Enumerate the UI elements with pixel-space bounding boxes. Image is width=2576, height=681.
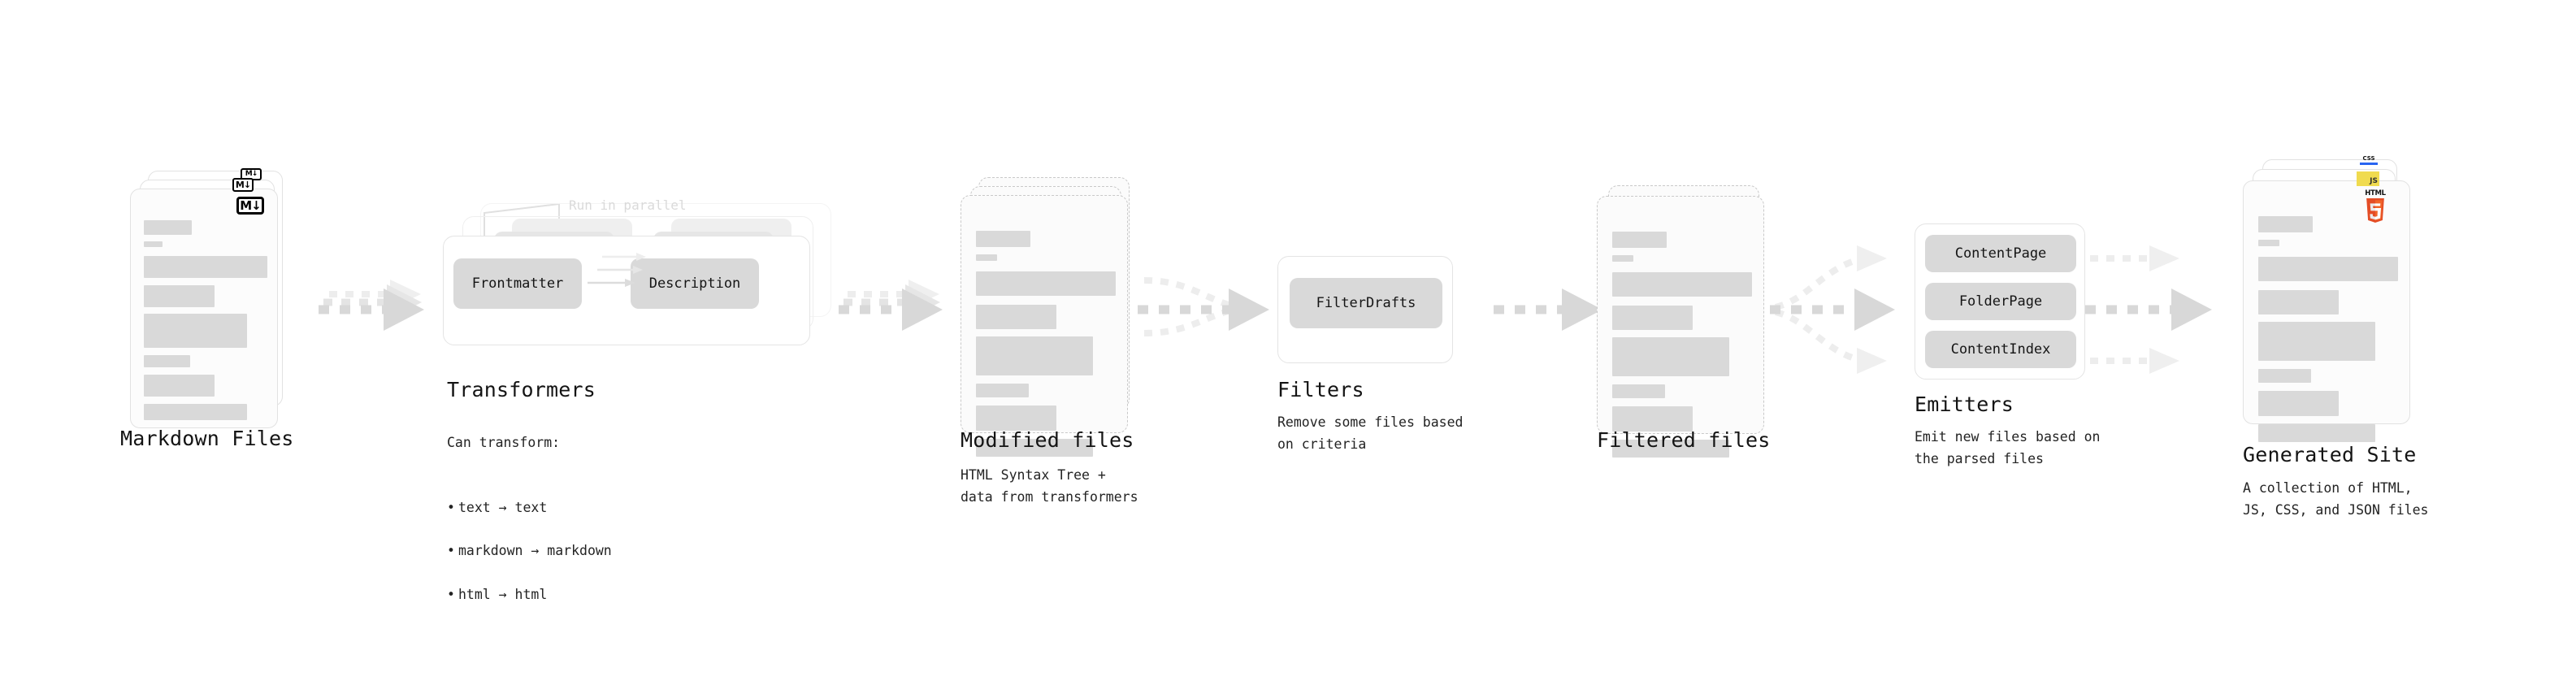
modified-card-stack xyxy=(961,177,1139,458)
label-modified-files: Modified files xyxy=(961,428,1134,452)
transformers-box-front: Frontmatter Description xyxy=(443,236,810,345)
skeleton-bar xyxy=(1612,384,1665,398)
html5-logo-text: HTML xyxy=(2365,189,2386,197)
skeleton-bar xyxy=(976,383,1029,397)
site-card-skeleton xyxy=(2244,181,2409,443)
skeleton-bar xyxy=(1612,255,1634,262)
markdown-card-skeleton xyxy=(131,189,277,427)
skeleton-bar xyxy=(144,220,192,235)
skeleton-bar xyxy=(1612,232,1667,249)
css3-logo-text: CSS xyxy=(2362,155,2375,162)
skeleton-bar xyxy=(2258,256,2399,282)
markdown-card-stack xyxy=(130,171,293,428)
skeleton-bar xyxy=(144,285,215,307)
skeleton-bar xyxy=(2258,216,2313,233)
skeleton-bar xyxy=(2258,368,2311,383)
markdown-card-front xyxy=(130,189,278,428)
emitters-description: Emit new files based on the parsed files xyxy=(1915,429,2101,466)
emitters-pill-contentpage[interactable]: ContentPage xyxy=(1925,235,2076,272)
skeleton-bar xyxy=(144,355,190,367)
javascript-logo: JS xyxy=(2357,171,2379,186)
skeleton-bar xyxy=(976,304,1056,330)
skeleton-bar xyxy=(976,271,1117,297)
modified-card-front xyxy=(961,195,1128,458)
label-filters: Filters xyxy=(1277,378,1364,401)
skeleton-bar xyxy=(976,231,1030,248)
filtered-card-skeleton xyxy=(1598,197,1763,458)
stage-filtered-files xyxy=(1597,185,1776,458)
html5-logo: HTML xyxy=(2363,190,2387,229)
skeleton-bar xyxy=(2258,391,2339,416)
transformers-description: Can transform: •text → text •markdown → … xyxy=(447,410,612,649)
emitters-box: ContentPage FolderPage ContentIndex xyxy=(1915,223,2085,380)
stage-generated-site: CSS JS HTML xyxy=(2243,156,2422,443)
arrow-md-to-transformers xyxy=(319,280,424,331)
label-markdown-files: Markdown Files xyxy=(120,427,294,450)
transformers-inner-arrows xyxy=(588,253,646,287)
arrow-filters-to-filtered xyxy=(1494,288,1602,331)
callout-run-in-parallel: Run in parallel xyxy=(569,197,687,213)
html5-shield-icon xyxy=(2366,197,2384,223)
site-card-stack xyxy=(2243,159,2422,443)
transformers-pill-description[interactable]: Description xyxy=(631,258,759,309)
skeleton-bar xyxy=(2258,423,2375,443)
javascript-logo-text: JS xyxy=(2370,177,2378,185)
skeleton-bar xyxy=(976,406,1056,431)
skeleton-bar xyxy=(1612,439,1729,458)
skeleton-bar xyxy=(144,314,247,348)
emitters-pill-contentindex[interactable]: ContentIndex xyxy=(1925,331,2076,368)
skeleton-bar xyxy=(1612,406,1693,432)
skeleton-bar xyxy=(1612,305,1693,331)
skeleton-bar xyxy=(2258,322,2375,361)
transformers-bullet-2: •html → html xyxy=(447,586,548,602)
skeleton-bar xyxy=(144,256,267,278)
emitters-pill-folderpage[interactable]: FolderPage xyxy=(1925,283,2076,320)
transformers-bullet-0: •text → text xyxy=(447,499,548,515)
transformers-description-head: Can transform: xyxy=(447,434,561,450)
label-emitters: Emitters xyxy=(1915,393,2014,416)
transformers-bullet-list: •text → text •markdown → markdown •html … xyxy=(447,475,612,627)
generated-site-description: A collection of HTML, JS, CSS, and JSON … xyxy=(2243,480,2429,518)
modified-card-skeleton xyxy=(961,196,1127,458)
site-card-front-html xyxy=(2243,180,2410,443)
stage-modified-files xyxy=(961,177,1139,458)
markdown-logo-front: M↓ xyxy=(236,197,264,215)
filtered-card-stack xyxy=(1597,185,1776,458)
skeleton-bar xyxy=(1612,337,1729,376)
stage-markdown-files: M↓ M↓ M↓ xyxy=(130,168,293,428)
modified-files-description: HTML Syntax Tree + data from transformer… xyxy=(961,467,1138,505)
skeleton-bar xyxy=(144,404,247,420)
label-transformers: Transformers xyxy=(447,378,596,401)
skeleton-bar xyxy=(2258,240,2280,247)
arrow-emitters-to-site xyxy=(2085,245,2212,374)
filtered-card-front xyxy=(1597,196,1764,458)
filters-description: Remove some files based on criteria xyxy=(1277,414,1464,452)
css3-logo-underline xyxy=(2360,163,2378,165)
skeleton-bar xyxy=(1612,271,1753,297)
markdown-logo-back-1: M↓ xyxy=(232,178,254,192)
arrow-modified-to-filters xyxy=(1138,277,1269,336)
label-filtered-files: Filtered files xyxy=(1597,428,1771,452)
transformers-bullet-1: •markdown → markdown xyxy=(447,543,612,559)
arrow-transformers-to-modified xyxy=(839,280,943,331)
label-generated-site: Generated Site xyxy=(2243,443,2417,466)
skeleton-bar xyxy=(976,254,998,262)
filters-pill-filterdrafts[interactable]: FilterDrafts xyxy=(1290,278,1442,328)
skeleton-bar xyxy=(144,375,215,397)
css3-logo: CSS xyxy=(2360,156,2378,166)
skeleton-bar xyxy=(976,438,1093,458)
transformers-pill-frontmatter[interactable]: Frontmatter xyxy=(453,258,582,309)
skeleton-bar xyxy=(2258,289,2339,315)
arrow-filtered-to-emitters xyxy=(1770,245,1895,374)
filters-box: FilterDrafts xyxy=(1277,256,1453,363)
skeleton-bar xyxy=(976,336,1093,375)
skeleton-bar xyxy=(144,241,163,247)
